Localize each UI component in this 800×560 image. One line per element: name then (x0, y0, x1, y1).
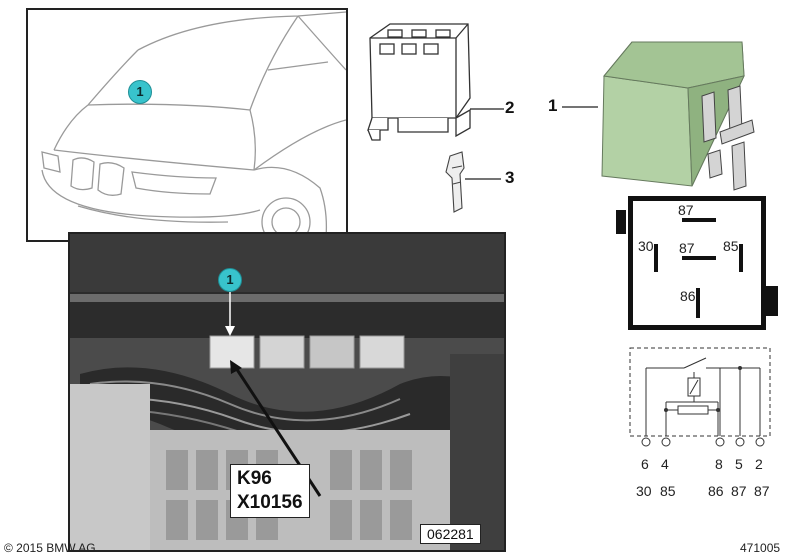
pin-blade-30 (654, 244, 658, 272)
photo-id-label: 062281 (420, 524, 481, 544)
circuit-terminal-85: 85 (660, 483, 676, 499)
relay-circuit-schematic (629, 347, 771, 447)
pin-label-85: 85 (723, 238, 739, 254)
socket-leader-line (470, 108, 504, 110)
circuit-terminal-30: 30 (636, 483, 652, 499)
fuse-box-photo (70, 234, 504, 550)
pin-layout-tab-right (766, 286, 778, 316)
pin-blade-87-top (682, 218, 716, 222)
terminal-part-label: 3 (505, 168, 515, 187)
circuit-pin-number-8: 8 (715, 456, 723, 472)
copyright-notice: © 2015 BMW AG (4, 541, 96, 555)
circuit-terminal-87b: 87 (754, 483, 770, 499)
circuit-pin-number-2: 2 (755, 456, 763, 472)
socket-part-label: 2 (505, 98, 515, 117)
circuit-pin-number-5: 5 (735, 456, 743, 472)
pin-blade-85 (739, 244, 743, 272)
car-position-badge: 1 (128, 80, 152, 104)
terminal-leader-line (465, 178, 501, 180)
callout-component-code: K96 (237, 468, 272, 489)
car-outline-drawing (41, 11, 347, 247)
callout-connector-code: X10156 (237, 492, 303, 513)
component-callout-box: K96 X10156 (230, 464, 310, 518)
pin-label-30: 30 (638, 238, 654, 254)
diagram-id: 471005 (740, 541, 781, 555)
fuse-box-photo-panel: 1 K96 X10156 062281 (68, 232, 506, 552)
pin-blade-86 (696, 288, 700, 318)
relay-part-label: 1 (548, 96, 558, 115)
circuit-pin-number-4: 4 (661, 456, 669, 472)
pin-blade-87-center (682, 256, 716, 260)
photo-position-badge: 1 (218, 268, 242, 292)
circuit-pin-number-6: 6 (641, 456, 649, 472)
relay-leader-line (562, 106, 598, 108)
circuit-terminal-86: 86 (708, 483, 724, 499)
pin-label-87-top: 87 (678, 202, 694, 218)
pin-layout-tab-left (616, 210, 626, 234)
relay-socket-drawing (367, 23, 471, 213)
relay-drawing (601, 41, 755, 191)
pin-label-86: 86 (680, 288, 696, 304)
car-illustration-panel: 1 (26, 8, 348, 247)
circuit-terminal-87a: 87 (731, 483, 747, 499)
pin-label-87-center: 87 (679, 240, 695, 256)
